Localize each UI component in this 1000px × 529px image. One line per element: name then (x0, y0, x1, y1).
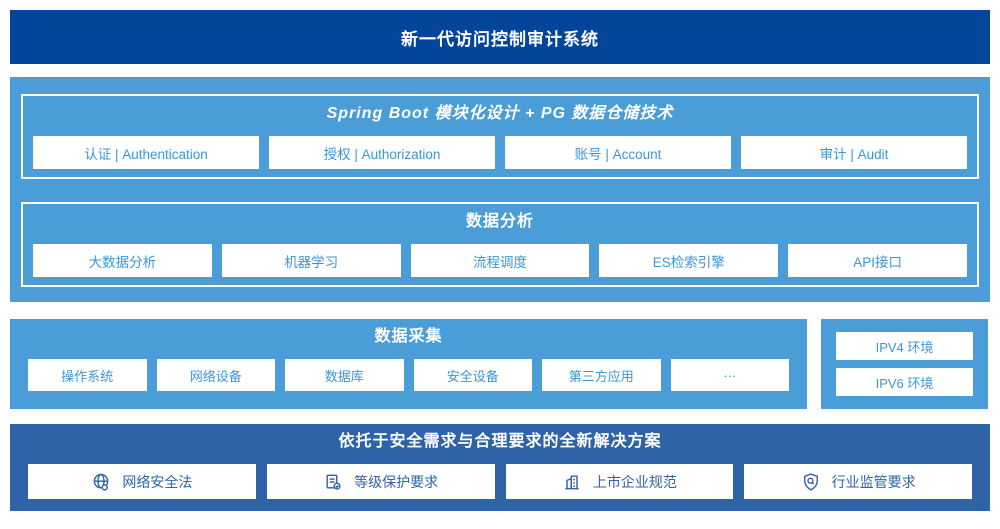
collection-button-thirdparty: 第三方应用 (542, 359, 661, 391)
page-title-text: 新一代访问控制审计系统 (401, 29, 599, 49)
collection-button-os: 操作系统 (28, 359, 147, 391)
solution-title: 依托于安全需求与合理要求的全新解决方案 (338, 433, 662, 450)
analysis-button-es: ES检索引擎 (599, 244, 779, 277)
analysis-title: 数据分析 (465, 213, 534, 230)
module-button-authorization: 授权 | Authorization (269, 136, 495, 169)
globe-icon (91, 472, 111, 492)
collection-row: 数据采集 操作系统 网络设备 数据库 安全设备 第三方应用 ··· IPV4 环… (10, 319, 990, 409)
collection-button-database: 数据库 (285, 359, 404, 391)
solution-button-label: 行业监管要求 (831, 473, 916, 490)
analysis-box: 数据分析 大数据分析 机器学习 流程调度 ES检索引擎 API接口 (21, 202, 979, 287)
collection-button-more: ··· (670, 359, 789, 391)
solution-button-cybersecurity-law: 网络安全法 (28, 464, 256, 499)
building-icon (562, 472, 582, 492)
modules-title: Spring Boot 模块化设计 + PG 数据仓储技术 (326, 105, 674, 122)
collection-section: 数据采集 操作系统 网络设备 数据库 安全设备 第三方应用 ··· (10, 319, 807, 409)
analysis-button-bigdata: 大数据分析 (33, 244, 212, 277)
module-button-account: 账号 | Account (505, 136, 731, 169)
collection-buttons: 操作系统 网络设备 数据库 安全设备 第三方应用 ··· (28, 359, 789, 391)
module-button-audit: 审计 | Audit (741, 136, 967, 169)
environment-section: IPV4 环境 IPV6 环境 (821, 319, 988, 409)
solution-button-label: 等级保护要求 (354, 473, 439, 490)
env-button-ipv4: IPV4 环境 (836, 332, 973, 360)
analysis-row: 大数据分析 机器学习 流程调度 ES检索引擎 API接口 (33, 244, 967, 277)
env-button-ipv6: IPV6 环境 (836, 368, 973, 396)
modules-box: Spring Boot 模块化设计 + PG 数据仓储技术 认证 | Authe… (21, 94, 979, 179)
page-title: 新一代访问控制审计系统 (10, 10, 990, 64)
collection-button-security: 安全设备 (413, 359, 532, 391)
solution-button-classified-protection: 等级保护要求 (266, 464, 495, 499)
collection-button-network: 网络设备 (156, 359, 275, 391)
solution-section: 依托于安全需求与合理要求的全新解决方案 网络安全法 (10, 424, 990, 511)
analysis-button-api: API接口 (788, 244, 967, 277)
document-check-icon (323, 472, 343, 492)
solution-button-label: 上市企业规范 (592, 473, 677, 490)
solution-button-industry-regulation: 行业监管要求 (744, 464, 972, 499)
platform-section: Spring Boot 模块化设计 + PG 数据仓储技术 认证 | Authe… (10, 77, 990, 302)
solution-button-label: 网络安全法 (122, 473, 193, 490)
solution-buttons: 网络安全法 等级保护要求 (28, 464, 972, 499)
analysis-button-workflow: 流程调度 (410, 244, 590, 277)
analysis-button-ml: 机器学习 (221, 244, 401, 277)
module-button-authentication: 认证 | Authentication (33, 136, 259, 169)
shield-search-icon (801, 472, 821, 492)
modules-row: 认证 | Authentication 授权 | Authorization 账… (33, 136, 967, 169)
collection-title: 数据采集 (374, 328, 443, 345)
solution-button-listed-company: 上市企业规范 (505, 464, 734, 499)
